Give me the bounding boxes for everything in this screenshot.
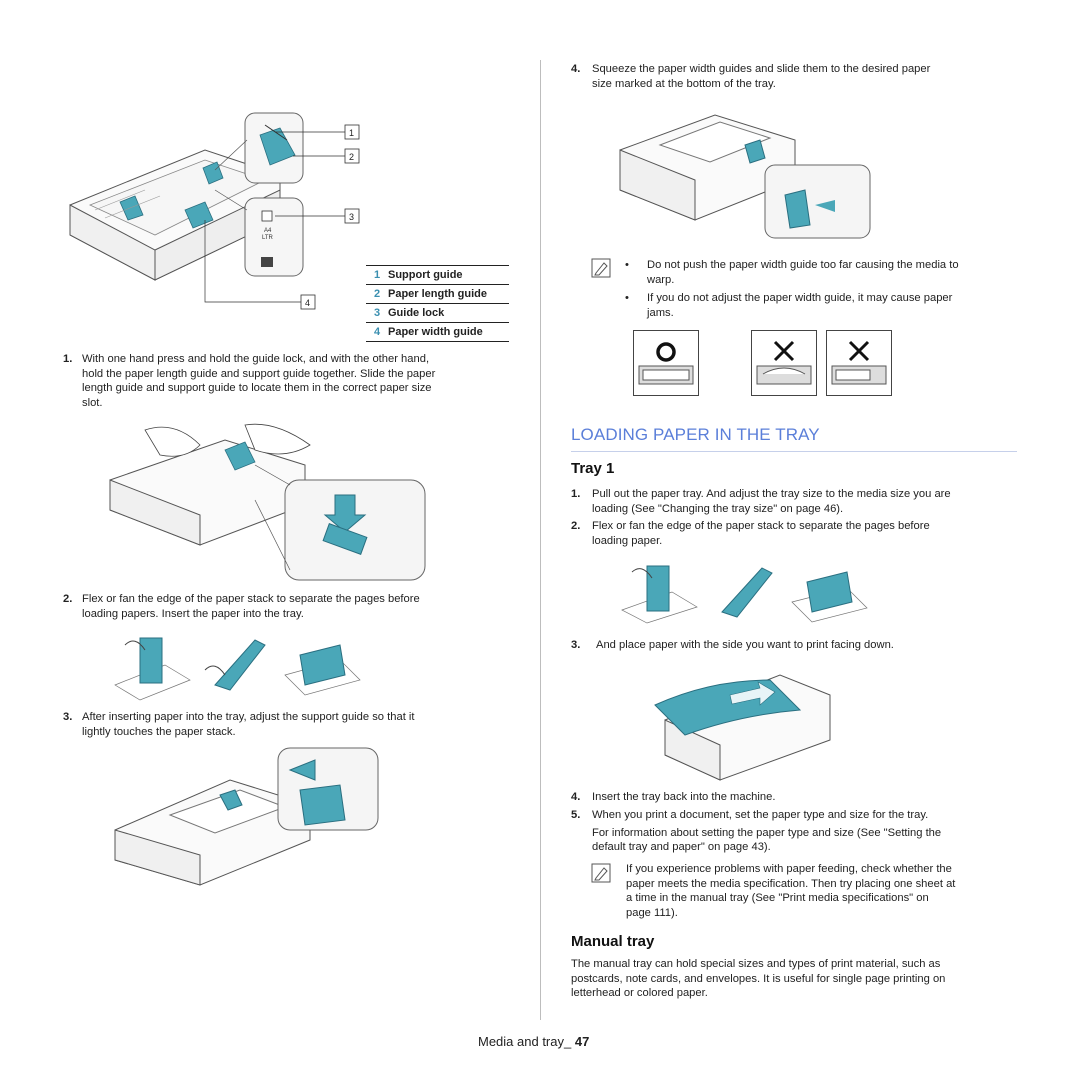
callout-4: 4 [305, 298, 311, 308]
section-title-rule [571, 451, 1017, 452]
footer-section: Media and tray_ [478, 1034, 575, 1049]
manual-tray-paragraph: The manual tray can hold special sizes a… [571, 958, 946, 999]
guide-too-loose-icon [826, 330, 892, 396]
tray1-heading: Tray 1 [571, 460, 615, 477]
guide-correct-icon [633, 330, 699, 396]
column-divider [540, 60, 541, 1020]
note-icon [591, 258, 611, 278]
page-number: 47 [574, 1034, 590, 1049]
support-guide-illustration [114, 747, 379, 886]
section-title: LOADING PAPER IN THE TRAY [571, 425, 820, 444]
page-footer: Media and tray_ 47 [478, 1034, 590, 1050]
guide-too-tight-icon [751, 330, 817, 396]
fan-paper-illustration-right [621, 565, 868, 624]
width-guide-illustration [619, 114, 871, 239]
svg-text:A4: A4 [264, 228, 272, 234]
place-paper-illustration [654, 674, 831, 781]
tray1-note: If you experience problems with paper fe… [626, 863, 956, 919]
callout-3: 3 [349, 212, 355, 222]
manual-tray-heading: Manual tray [571, 933, 655, 950]
note-icon [591, 863, 611, 883]
callout-1: 1 [349, 128, 355, 138]
slide-guide-illustration [109, 423, 426, 581]
callout-2: 2 [349, 152, 355, 162]
tray-guides-illustration: A4 LTR [69, 112, 360, 310]
svg-text:LTR: LTR [262, 235, 274, 241]
fan-paper-illustration-left [114, 637, 361, 701]
